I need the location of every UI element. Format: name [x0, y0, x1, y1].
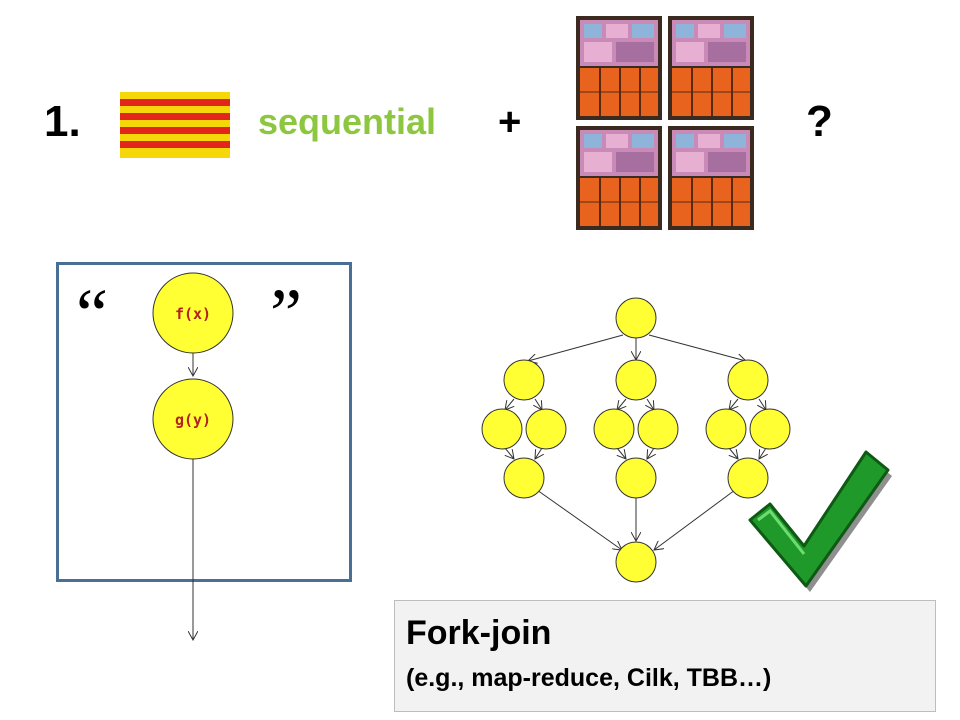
sequential-label: sequential	[258, 101, 437, 142]
fj-task-node-3b	[749, 408, 791, 450]
sequential-program-box	[56, 262, 352, 582]
fj-join-node-1	[503, 457, 545, 499]
fj-join-node-3	[727, 457, 769, 499]
fj-root-node	[615, 297, 657, 339]
close-quote: ”	[270, 274, 302, 354]
fj-fork-node-3	[727, 359, 769, 401]
fj-fork-node-1	[503, 359, 545, 401]
forkjoin-title: Fork-join	[406, 614, 552, 652]
node-f-label: f(x)	[175, 305, 211, 323]
item-number: 1.	[44, 97, 81, 146]
green-checkmark-icon	[748, 450, 892, 592]
fj-task-node-3a	[705, 408, 747, 450]
question-mark: ?	[806, 97, 833, 146]
node-g	[152, 378, 234, 460]
fj-task-node-2a	[593, 408, 635, 450]
forkjoin-caption-box	[394, 600, 936, 712]
fj-task-node-1b	[525, 408, 567, 450]
plus-sign: +	[498, 100, 522, 144]
fj-task-node-1a	[481, 408, 523, 450]
node-f	[152, 272, 234, 354]
forkjoin-examples: (e.g., map-reduce, Cilk, TBB…)	[406, 664, 772, 692]
fj-task-node-2b	[637, 408, 679, 450]
fj-fork-node-2	[615, 359, 657, 401]
striped-flag-icon	[120, 92, 230, 158]
node-g-label: g(y)	[175, 411, 211, 429]
open-quote: “	[76, 274, 108, 354]
fj-final-join-node	[615, 541, 657, 583]
fj-join-node-2	[615, 457, 657, 499]
forkjoin-edges	[505, 334, 766, 550]
